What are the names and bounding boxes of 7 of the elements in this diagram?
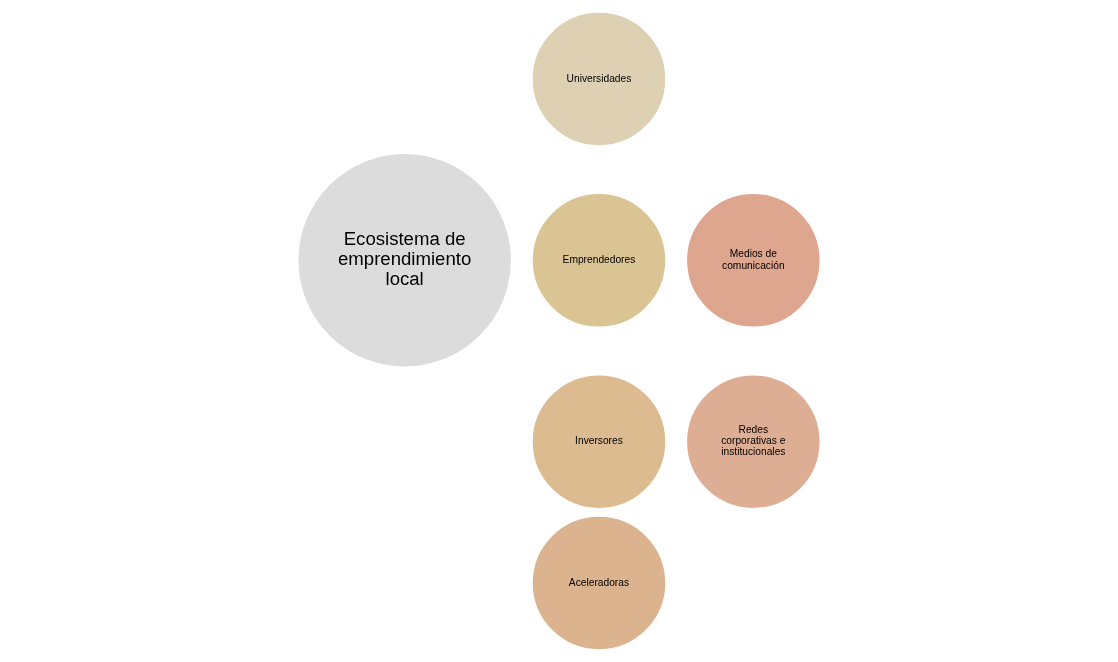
node-circle: Inversores [531, 374, 667, 510]
node-circle: Emprendedores [531, 192, 667, 328]
node-circle: Aceleradoras [531, 515, 667, 651]
node-circle: Redes corporativas e institucionales [685, 374, 821, 510]
node-circle: Ecosistema de emprendimiento local [297, 152, 513, 368]
node-circle: Universidades [531, 11, 667, 147]
node-circle: Medios de comunicación [685, 192, 821, 328]
